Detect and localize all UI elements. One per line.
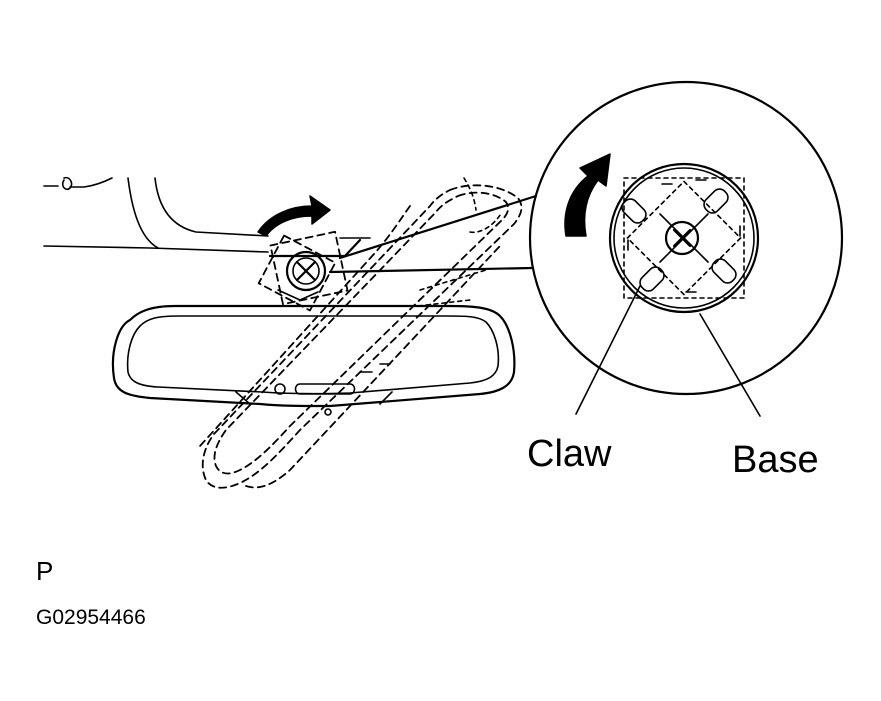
detail-screw-icon <box>664 220 700 256</box>
detail-curved-arrow-icon <box>564 153 611 237</box>
callout-leader <box>328 194 538 274</box>
rotated-mirror-phantom <box>199 177 523 489</box>
mount-base <box>257 230 349 312</box>
label-leaders <box>575 285 761 417</box>
claw-marks <box>621 179 741 293</box>
windshield-outline <box>43 176 371 253</box>
curved-arrow-icon <box>257 195 331 237</box>
magnified-detail-circle <box>528 80 844 396</box>
base-disc <box>608 162 760 314</box>
rear-view-mirror <box>111 304 516 416</box>
figure-id: G02954466 <box>36 606 146 629</box>
phillips-screw-icon <box>285 250 327 292</box>
view-code: P <box>36 556 54 586</box>
claw-label: Claw <box>527 433 612 475</box>
base-label: Base <box>732 439 819 481</box>
